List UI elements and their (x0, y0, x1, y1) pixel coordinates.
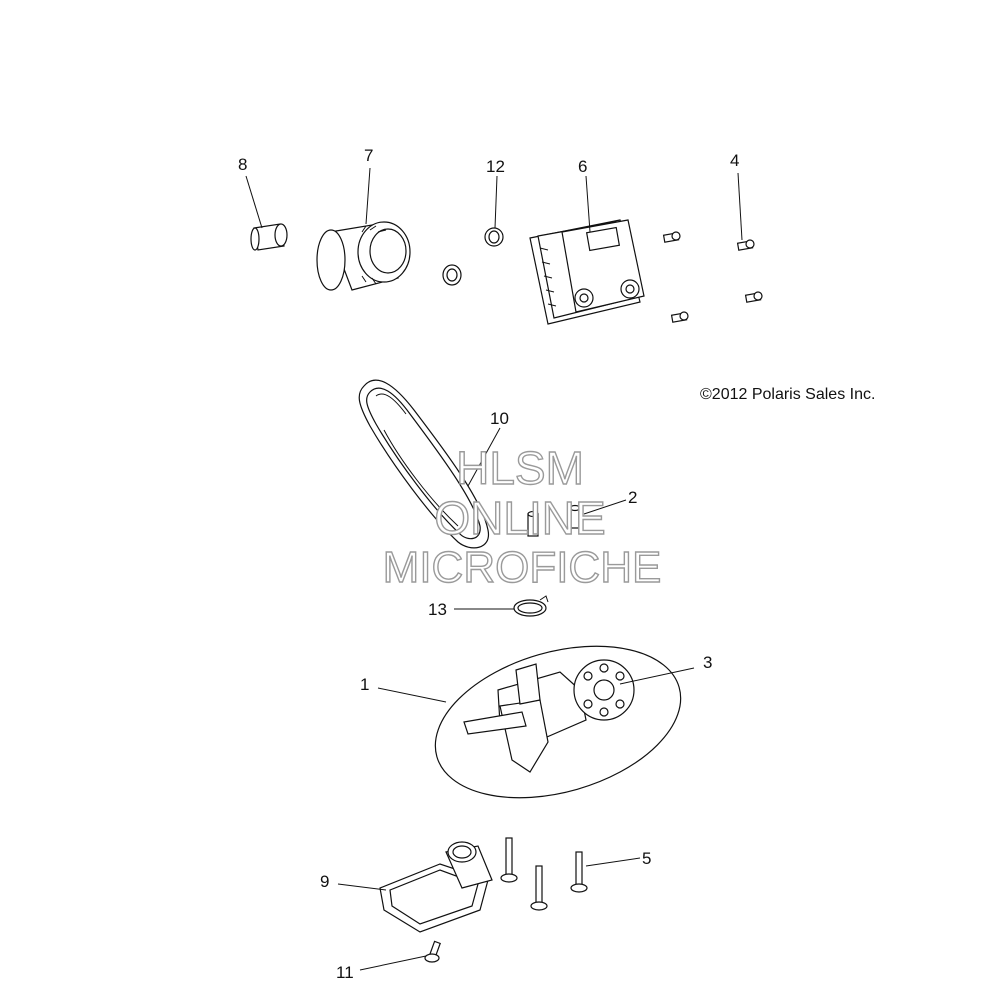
leader-2 (583, 499, 627, 515)
callout-4[interactable]: 4 (730, 151, 739, 170)
leader-6 (585, 175, 591, 233)
part-1-oil-pump-assembly[interactable] (418, 620, 699, 824)
callout-13[interactable]: 13 (428, 600, 447, 619)
part-5-bolt-c[interactable] (570, 851, 588, 893)
callout-6[interactable]: 6 (578, 157, 587, 176)
callout-10[interactable]: 10 (490, 409, 509, 428)
part-o-ring-small[interactable] (442, 264, 462, 286)
leader-5 (585, 857, 641, 867)
callout-11[interactable]: 11 (336, 963, 354, 982)
watermark: HLSM ONLINE MICROFICHE (382, 441, 662, 592)
callout-8[interactable]: 8 (238, 155, 247, 174)
part-5-bolt-a[interactable] (500, 837, 518, 883)
leader-10 (467, 427, 501, 487)
watermark-line2: ONLINE (434, 492, 605, 544)
callout-5[interactable]: 5 (642, 849, 651, 868)
callout-3[interactable]: 3 (703, 653, 712, 672)
leader-9 (337, 883, 387, 891)
callout-12[interactable]: 12 (486, 157, 505, 176)
part-6-oil-cooler[interactable] (529, 219, 645, 325)
leader-7 (365, 167, 371, 225)
part-4-screw[interactable] (736, 239, 755, 251)
part-13-circlip[interactable] (513, 595, 549, 617)
callout-7[interactable]: 7 (364, 146, 373, 165)
leader-4 (737, 172, 743, 241)
callout-2[interactable]: 2 (628, 488, 637, 507)
part-9-oil-pickup[interactable] (379, 841, 493, 933)
leader-8 (245, 175, 263, 229)
part-10-drive-belt[interactable] (358, 379, 489, 549)
leader-12 (494, 175, 498, 229)
watermark-line1: HLSM (456, 442, 584, 494)
part-4-screw-d[interactable] (670, 311, 689, 323)
part-11-screw[interactable] (424, 940, 441, 963)
leader-3 (619, 667, 695, 685)
part-12-o-ring[interactable] (484, 227, 504, 247)
copyright-text: ©2012 Polaris Sales Inc. (700, 386, 875, 403)
part-4-screw-c[interactable] (744, 291, 763, 303)
part-8-sleeve[interactable] (250, 223, 288, 251)
watermark-line3: MICROFICHE (383, 543, 662, 592)
part-7-oil-filter[interactable] (316, 221, 411, 291)
callout-1[interactable]: 1 (360, 675, 369, 694)
leader-1 (377, 687, 447, 703)
part-4-screw-b[interactable] (662, 231, 681, 243)
callout-9[interactable]: 9 (320, 872, 329, 891)
leader-11 (359, 955, 427, 971)
part-5-bolt-b[interactable] (530, 865, 548, 911)
part-2-dowel-pin[interactable] (527, 504, 581, 537)
